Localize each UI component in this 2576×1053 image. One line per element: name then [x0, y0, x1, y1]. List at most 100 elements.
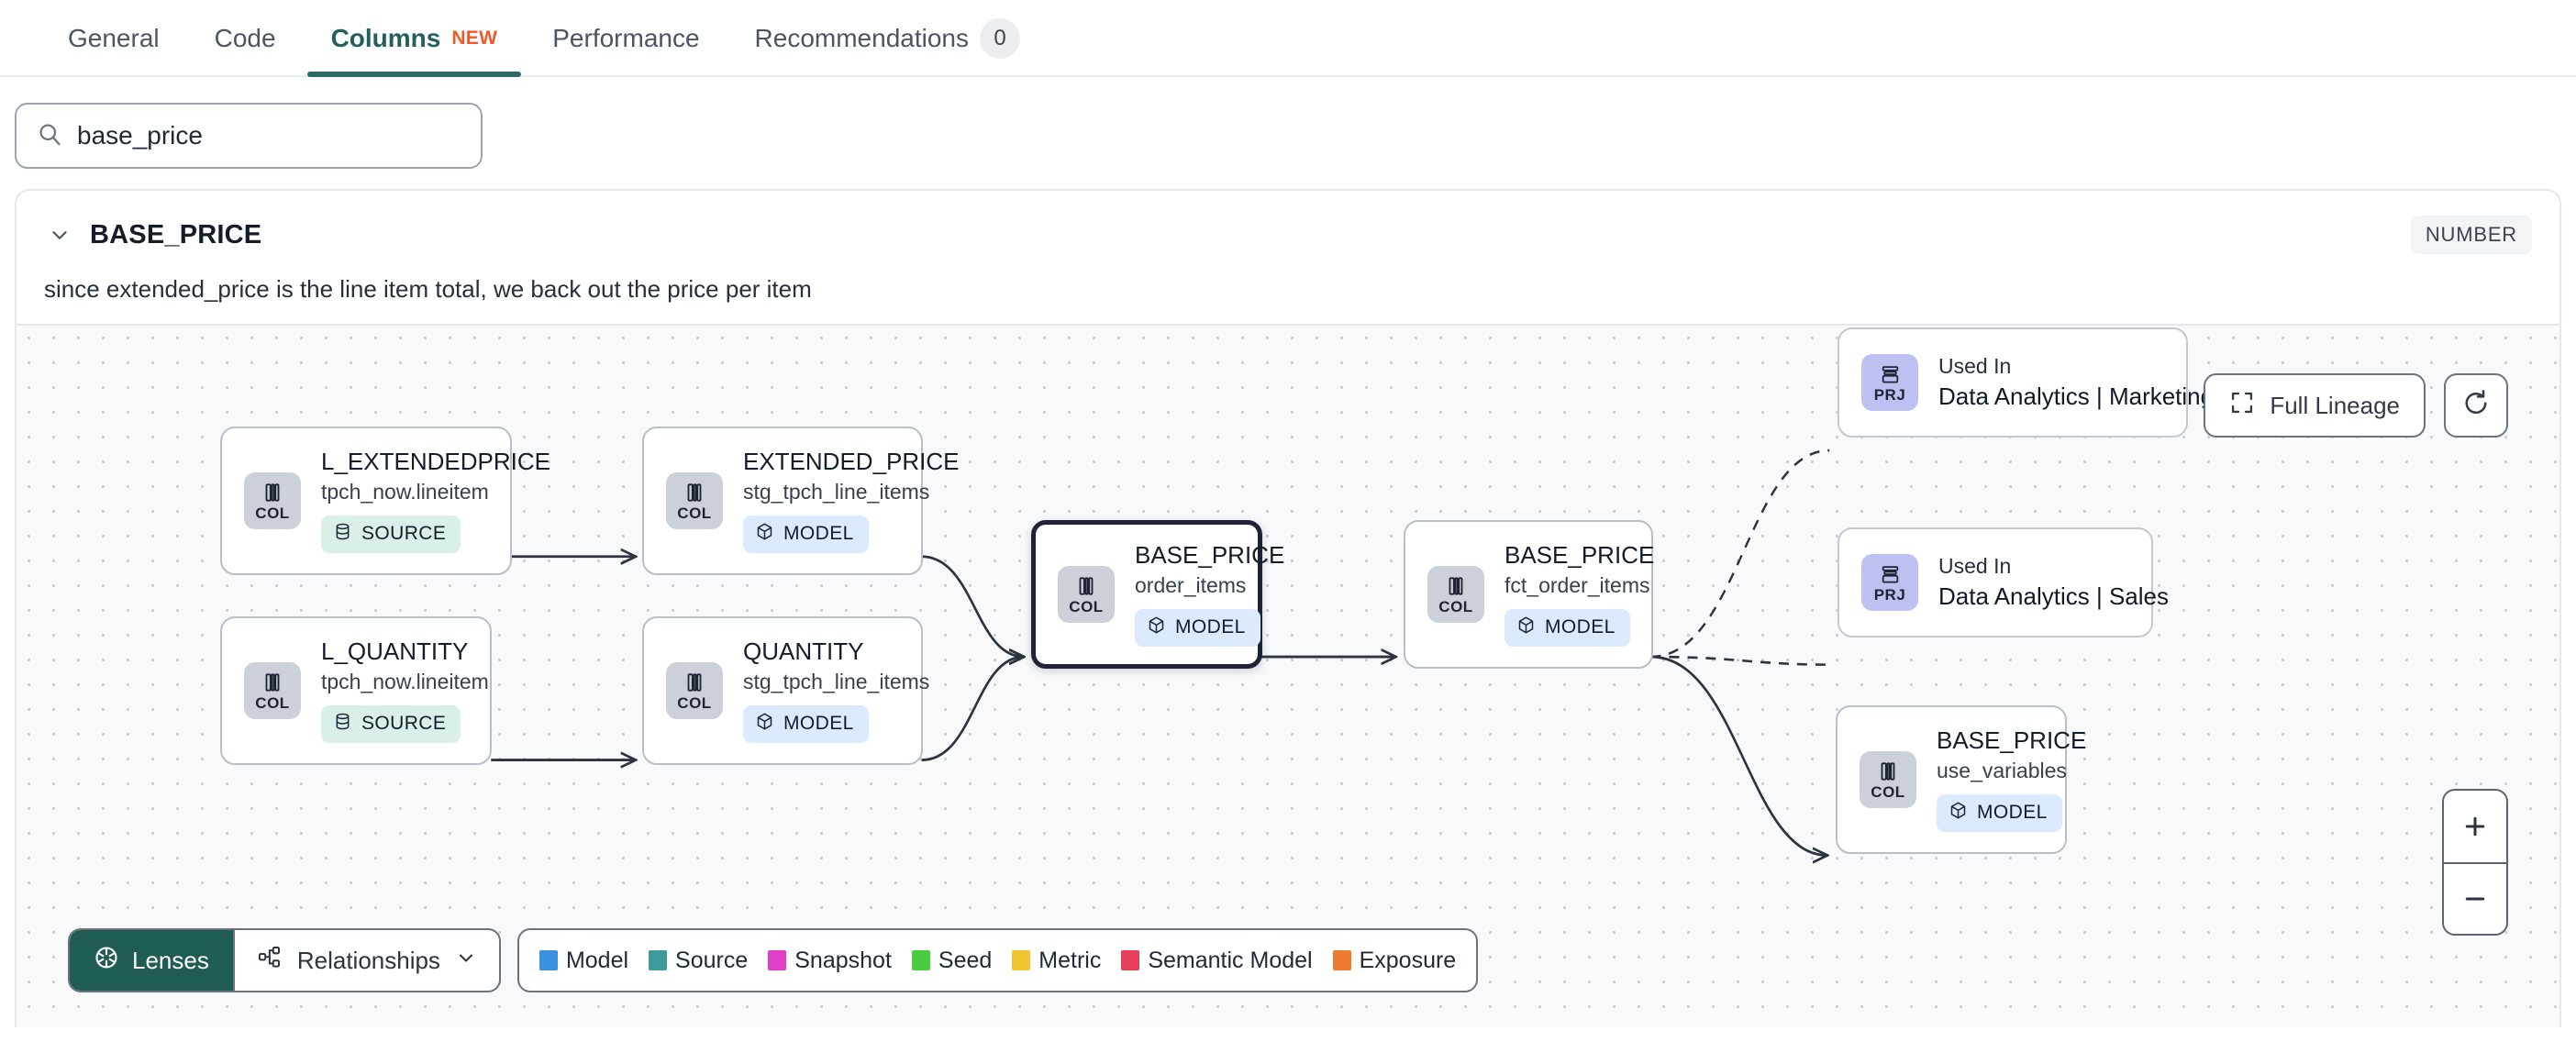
lineage-node-l-extendedprice[interactable]: COL L_EXTENDEDPRICE tpch_now.lineitem SO…	[220, 427, 550, 575]
lineage-node-quantity[interactable]: COL QUANTITY stg_tpch_line_items MODEL	[642, 616, 929, 765]
tab-label: Performance	[552, 24, 700, 52]
node-body: EXTENDED_PRICE stg_tpch_line_items MODEL	[743, 448, 960, 553]
lineage-canvas[interactable]: COL L_EXTENDEDPRICE tpch_now.lineitem SO…	[17, 324, 2559, 1027]
tab-performance[interactable]: Performance	[525, 0, 727, 77]
chevron-down-icon	[455, 947, 477, 975]
project-name: Data Analytics | Marketing	[1938, 382, 2215, 411]
project-icon: PRJ	[1861, 554, 1918, 611]
column-icon: COL	[666, 662, 723, 719]
legend-swatch	[768, 950, 787, 970]
project-name: Data Analytics | Sales	[1938, 582, 2169, 611]
aperture-icon	[94, 945, 119, 977]
legend-label: Snapshot	[794, 947, 892, 973]
column-type-badge: NUMBER	[2410, 216, 2532, 254]
tab-recommendations[interactable]: Recommendations 0	[727, 0, 1048, 77]
node-body: L_EXTENDEDPRICE tpch_now.lineitem SOURCE	[321, 448, 550, 553]
legend-label: Model	[565, 947, 629, 973]
node-title: BASE_PRICE	[1135, 541, 1285, 570]
zoom-out-button[interactable]	[2444, 862, 2506, 934]
lenses-relationships-group: Lenses Relationships	[68, 928, 501, 992]
tab-new-badge: NEW	[451, 28, 498, 49]
node-kind-label: MODEL	[1545, 616, 1616, 638]
legend-swatch	[911, 950, 930, 970]
zoom-in-button[interactable]	[2444, 791, 2506, 862]
node-body: QUANTITY stg_tpch_line_items MODEL	[743, 637, 929, 743]
node-title: L_QUANTITY	[321, 637, 469, 666]
node-body: BASE_PRICE fct_order_items MODEL	[1505, 541, 1655, 647]
hierarchy-icon	[257, 945, 283, 977]
tab-label: Recommendations	[754, 24, 969, 52]
node-subtitle: use_variables	[1937, 759, 2067, 783]
node-kind-label: MODEL	[1175, 616, 1246, 638]
node-kind-badge: MODEL	[743, 515, 869, 553]
full-lineage-label: Full Lineage	[2270, 391, 2400, 419]
canvas-top-controls: Full Lineage	[2204, 373, 2508, 438]
chip-abbr: COL	[677, 694, 712, 712]
chip-abbr: PRJ	[1873, 386, 1906, 404]
lenses-button[interactable]: Lenses	[70, 930, 233, 991]
legend-swatch	[539, 950, 558, 970]
legend-label: Metric	[1038, 947, 1102, 973]
lineage-node-project-sales[interactable]: PRJ Used In Data Analytics | Sales	[1838, 527, 2169, 637]
node-kind-badge: MODEL	[1505, 608, 1630, 647]
search-input[interactable]	[77, 121, 461, 150]
legend-swatch	[649, 950, 668, 970]
full-lineage-button[interactable]: Full Lineage	[2204, 373, 2426, 438]
node-title: QUANTITY	[743, 637, 864, 666]
refresh-button[interactable]	[2444, 373, 2508, 438]
node-kind-badge: SOURCE	[321, 704, 461, 743]
chevron-down-icon[interactable]	[44, 219, 75, 250]
column-title-row: BASE_PRICE NUMBER	[44, 215, 2532, 255]
column-icon: COL	[244, 662, 301, 719]
used-in-label: Used In	[1938, 554, 2012, 579]
node-title: BASE_PRICE	[1505, 541, 1655, 570]
chip-abbr: COL	[255, 504, 290, 522]
tab-columns[interactable]: Columns NEW	[304, 0, 526, 77]
chip-abbr: COL	[255, 694, 290, 712]
node-subtitle: tpch_now.lineitem	[321, 480, 489, 504]
column-icon: COL	[244, 472, 301, 529]
node-body: Used In Data Analytics | Marketing	[1938, 354, 2215, 411]
legend-label: Exposure	[1359, 947, 1457, 973]
tab-general[interactable]: General	[40, 0, 187, 77]
node-kind-badge: MODEL	[743, 704, 869, 743]
cube-icon	[1147, 615, 1166, 640]
expand-icon	[2229, 390, 2255, 422]
chip-abbr: COL	[1069, 598, 1104, 615]
database-icon	[333, 522, 352, 547]
search-box[interactable]	[15, 103, 483, 169]
tab-label: Code	[214, 24, 276, 52]
node-kind-badge: MODEL	[1937, 793, 2062, 832]
node-kind-badge: SOURCE	[321, 515, 461, 553]
lineage-node-extended-price[interactable]: COL EXTENDED_PRICE stg_tpch_line_items M…	[642, 427, 960, 575]
lineage-node-base-price-use-variables[interactable]: COL BASE_PRICE use_variables MODEL	[1836, 705, 2086, 854]
legend-label: Source	[675, 947, 749, 973]
column-icon: COL	[666, 472, 723, 529]
node-kind-badge: MODEL	[1135, 608, 1260, 647]
node-subtitle: stg_tpch_line_items	[743, 480, 930, 504]
column-description: since extended_price is the line item to…	[44, 275, 812, 303]
node-kind-label: MODEL	[1977, 802, 2048, 824]
node-kind-label: SOURCE	[361, 713, 447, 735]
relationships-dropdown[interactable]: Relationships	[232, 930, 499, 991]
node-subtitle: order_items	[1135, 573, 1247, 598]
cube-icon	[1516, 615, 1536, 640]
chip-abbr: PRJ	[1873, 586, 1906, 604]
lineage-node-l-quantity[interactable]: COL L_QUANTITY tpch_now.lineitem SOURCE	[220, 616, 492, 765]
lineage-node-base-price-fct-order-items[interactable]: COL BASE_PRICE fct_order_items MODEL	[1404, 520, 1655, 669]
project-icon: PRJ	[1861, 354, 1918, 411]
legend-item-exposure: Exposure	[1332, 947, 1457, 974]
tab-code[interactable]: Code	[187, 0, 304, 77]
legend-item-metric: Metric	[1012, 948, 1101, 974]
column-icon: COL	[1860, 751, 1916, 808]
node-title: BASE_PRICE	[1937, 726, 2087, 755]
column-icon: COL	[1427, 566, 1484, 623]
lineage-node-project-marketing[interactable]: PRJ Used In Data Analytics | Marketing	[1838, 327, 2214, 438]
node-title: EXTENDED_PRICE	[743, 448, 960, 476]
legend-label: Seed	[938, 947, 993, 973]
column-panel: BASE_PRICE NUMBER since extended_price i…	[15, 189, 2561, 1027]
lineage-node-base-price-order-items[interactable]: COL BASE_PRICE order_items MODEL	[1031, 520, 1284, 669]
canvas-bottom-toolbar: Lenses Relationships	[68, 928, 1479, 992]
used-in-label: Used In	[1938, 354, 2012, 379]
cube-icon	[755, 712, 774, 737]
